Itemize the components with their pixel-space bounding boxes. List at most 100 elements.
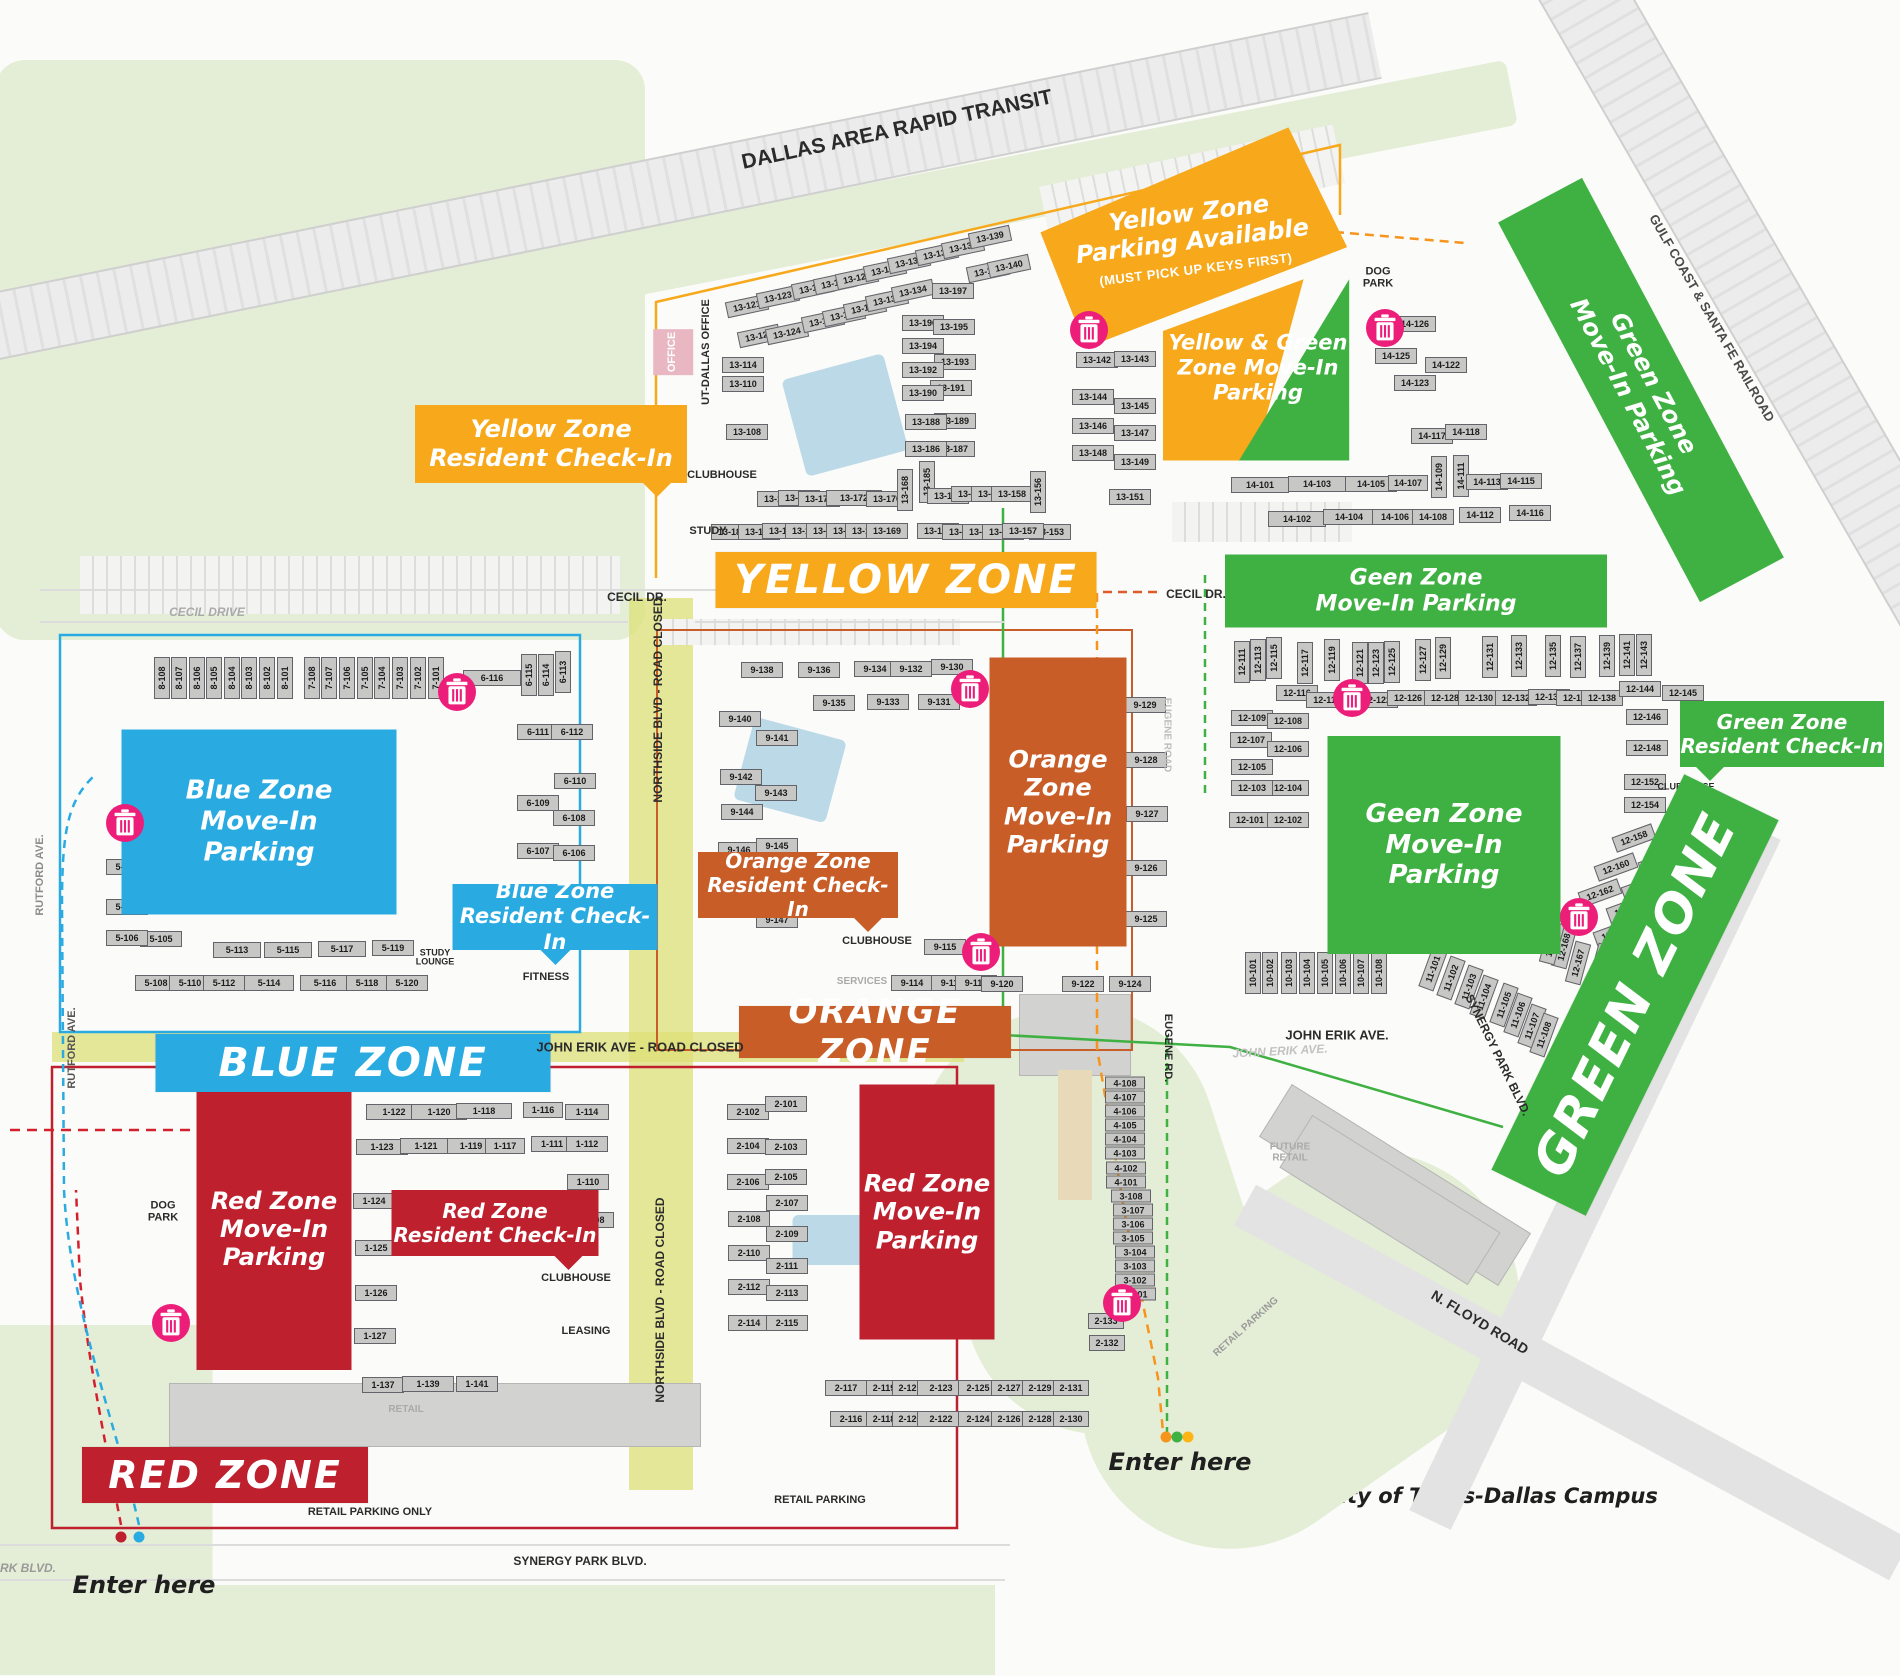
- building-2-113: 2-113: [766, 1285, 808, 1301]
- building-2-111: 2-111: [766, 1258, 808, 1274]
- building-10-105: 10-105: [1317, 952, 1333, 994]
- building-9-114: 9-114: [891, 975, 933, 991]
- building-8-104: 8-104: [224, 657, 240, 699]
- enter-here-east: Enter here: [1108, 1448, 1252, 1476]
- road-label-john-erik-ave-: JOHN ERIK AVE.: [1285, 1027, 1389, 1043]
- entrance-dot: [115, 1531, 127, 1543]
- building-12-106: 12-106: [1267, 741, 1309, 757]
- building-2-102: 2-102: [727, 1104, 769, 1120]
- building-4-106: 4-106: [1105, 1104, 1145, 1118]
- building-12-133: 12-133: [1511, 635, 1527, 677]
- building-6-113: 6-113: [555, 651, 571, 693]
- building-12-102: 12-102: [1267, 812, 1309, 828]
- building-6-110: 6-110: [554, 773, 596, 789]
- road-label-cecil-dr-: CECIL DR.: [1166, 587, 1226, 601]
- building-1-118: 1-118: [456, 1103, 512, 1119]
- road-label-cecil-drive: CECIL DRIVE: [169, 605, 245, 619]
- yellow-zone-banner: YELLOW ZONE: [715, 552, 1097, 608]
- building-1-117: 1-117: [485, 1138, 525, 1154]
- building-13-145: 13-145: [1114, 398, 1156, 414]
- building-12-148: 12-148: [1626, 740, 1668, 756]
- building-10-103: 10-103: [1281, 952, 1297, 994]
- building-12-108: 12-108: [1267, 713, 1309, 729]
- trash-can-icon: [106, 804, 144, 842]
- building-3-108: 3-108: [1111, 1189, 1151, 1203]
- building-1-116: 1-116: [523, 1102, 563, 1118]
- building-13-144: 13-144: [1072, 389, 1114, 405]
- building-4-103: 4-103: [1105, 1146, 1145, 1160]
- facility-label-clubhouse: CLUBHOUSE: [687, 469, 757, 482]
- building-9-140: 9-140: [719, 711, 761, 727]
- building-12-154: 12-154: [1624, 797, 1666, 813]
- road-label-retail-parking: RETAIL PARKING: [774, 1494, 866, 1506]
- building-2-101: 2-101: [765, 1096, 807, 1112]
- building-1-126: 1-126: [355, 1285, 397, 1301]
- building-12-107: 12-107: [1230, 732, 1272, 748]
- building-13-143: 13-143: [1114, 351, 1156, 367]
- building-13-108: 13-108: [726, 424, 768, 440]
- building-4-104: 4-104: [1105, 1132, 1145, 1146]
- building-14-108: 14-108: [1412, 509, 1454, 525]
- building-13-151: 13-151: [1109, 489, 1151, 505]
- building-9-138: 9-138: [741, 662, 783, 678]
- building-footprint: [169, 1383, 701, 1447]
- building-12-103: 12-103: [1231, 780, 1273, 796]
- building-6-106: 6-106: [553, 845, 595, 861]
- building-9-122: 9-122: [1062, 976, 1104, 992]
- building-14-125: 14-125: [1375, 348, 1417, 364]
- trash-can-icon: [1070, 311, 1108, 349]
- building-2-107: 2-107: [766, 1195, 808, 1211]
- facility-label-future-retail: FUTURE RETAIL: [1269, 1141, 1311, 1163]
- building-4-102: 4-102: [1106, 1161, 1146, 1175]
- building-12-129: 12-129: [1435, 637, 1451, 679]
- facility-label-office: OFFICE: [653, 328, 693, 376]
- building-8-101: 8-101: [277, 657, 293, 699]
- building-1-124: 1-124: [353, 1193, 395, 1209]
- entrance-dot: [133, 1531, 145, 1543]
- facility-label-study-lounge: STUDY LOUNGE: [415, 947, 455, 967]
- trash-can-icon: [438, 673, 476, 711]
- building-10-108: 10-108: [1371, 952, 1387, 994]
- building-13-190: 13-190: [902, 385, 944, 401]
- building-12-104: 12-104: [1267, 780, 1309, 796]
- building-13-192: 13-192: [902, 362, 944, 378]
- building-12-146: 12-146: [1626, 709, 1668, 725]
- building-1-127: 1-127: [354, 1328, 396, 1344]
- building-4-108: 4-108: [1105, 1076, 1145, 1090]
- building-13-168: 13-168: [897, 469, 913, 511]
- building-13-134: 13-134: [890, 278, 936, 304]
- building-7-104: 7-104: [374, 657, 390, 699]
- building-12-123: 12-123: [1368, 642, 1384, 684]
- building-6-114: 6-114: [538, 654, 554, 696]
- building-5-112: 5-112: [203, 975, 245, 991]
- building-9-120: 9-120: [981, 976, 1023, 992]
- building-9-125: 9-125: [1125, 911, 1167, 927]
- building-6-112: 6-112: [551, 724, 593, 740]
- building-13-156: 13-156: [1030, 471, 1046, 513]
- building-8-107: 8-107: [171, 657, 187, 699]
- building-3-104: 3-104: [1115, 1245, 1155, 1259]
- building-9-127: 9-127: [1126, 806, 1168, 822]
- road-label-cecil-dr-: CECIL DR.: [607, 590, 667, 604]
- building-12-126: 12-126: [1387, 690, 1429, 706]
- orange-dashed-path-3: [1334, 230, 1466, 245]
- building-7-108: 7-108: [304, 657, 320, 699]
- building-9-142: 9-142: [720, 769, 762, 785]
- road-label-rutford-ave-: RUTFORD AVE.: [34, 834, 46, 916]
- trash-can-icon: [1333, 679, 1371, 717]
- road-label-rutford-ave-: RUTFORD AVE.: [66, 1007, 78, 1089]
- facility-label-leasing: LEASING: [561, 1325, 611, 1338]
- enter-here-west: Enter here: [72, 1571, 216, 1599]
- facility-label-study: STUDY: [689, 525, 727, 538]
- building-10-104: 10-104: [1299, 952, 1315, 994]
- building-13-188: 13-188: [905, 414, 947, 430]
- road-label-northside-blvd-road-closed: NORTHSIDE BLVD - ROAD CLOSED: [653, 1197, 667, 1403]
